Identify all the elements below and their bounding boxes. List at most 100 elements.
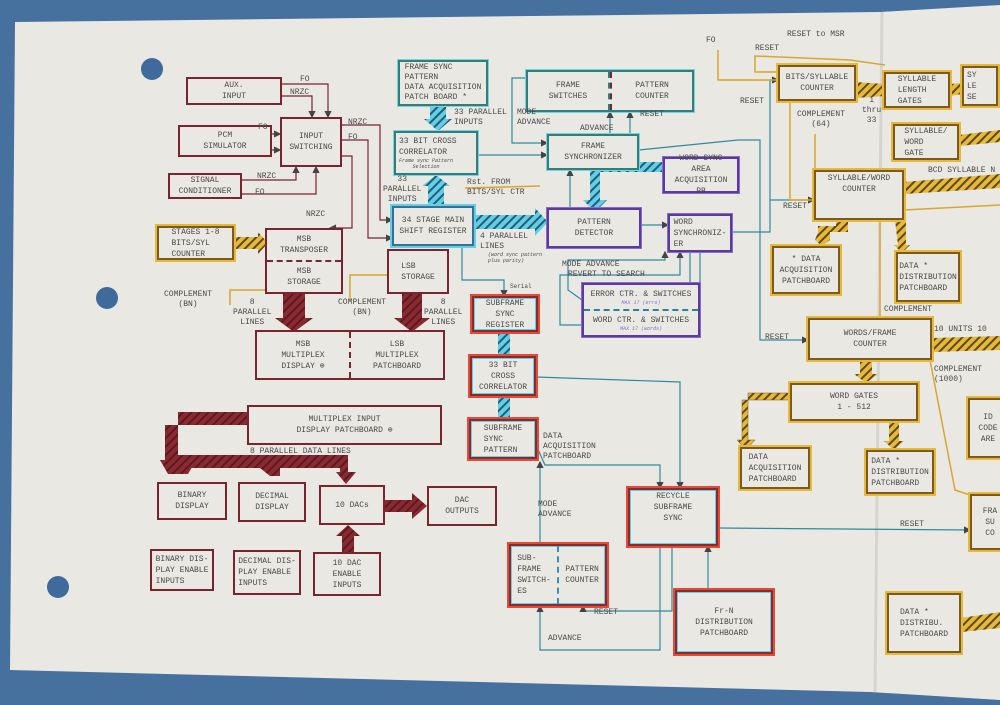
label-8-parallel-data: 8 PARALLEL DATA LINES	[250, 447, 351, 456]
pattern-detector-box: PATTERN DETECTOR	[547, 208, 641, 248]
bus-arrow-dac-enable	[336, 525, 360, 552]
multiplex-input-display-box: MULTIPLEX INPUT DISPLAY PATCHBOARD ⊕	[247, 405, 442, 445]
data-acquisition-pb-2: DATA ACQUISITION PATCHBOARD	[740, 447, 810, 489]
subframe-sync-pattern-box: SUBFRAME SYNC PATTERN	[469, 419, 537, 459]
bus-arrow-dac-out	[385, 493, 427, 519]
label-advance: ADVANCE	[580, 124, 614, 133]
label-reset: RESET	[740, 97, 765, 106]
binder-hole	[141, 58, 163, 80]
label-reset: RESET	[783, 202, 808, 211]
word-sync-area-box: WORD SYNC AREA ACQUISITION PB	[663, 154, 739, 196]
word-synchronizer-box: WORD SYNCHRONIZ- ER	[668, 214, 732, 252]
label-mode-advance: MODE ADVANCE	[517, 108, 551, 127]
bus-arrow-frame-sync	[424, 107, 452, 131]
frame-switches: FRAME SWITCHES	[528, 72, 610, 110]
bus-arrow-bcd	[904, 174, 1000, 194]
label-bcd-syllable: BCD SYLLABLE N	[928, 166, 996, 175]
label-nrzc: NRZC	[257, 172, 277, 181]
label-reset: RESET	[594, 608, 619, 617]
data-distribution-pb-1: DATA * DISTRIBUTION PATCHBOARD	[896, 252, 960, 302]
label-fo: FO	[706, 36, 716, 45]
stages-counter-box: STAGES 1-8 BITS/SYL COUNTER	[157, 226, 234, 260]
label-rst-from: Rst. FROM BITS/SYL CTR	[467, 178, 525, 197]
bus-arrow-dapb1	[815, 220, 848, 246]
subframe-pattern-counter: PATTERN COUNTER	[565, 565, 599, 585]
label-reset: RESET	[640, 110, 665, 119]
cross-correlator-note: Frame sync Pattern Selection	[399, 158, 454, 170]
pcm-simulator-box: PCM SIMULATOR	[178, 125, 272, 157]
data-distribution-pb-3: DATA * DISTRIBU. PATCHBOARD	[887, 593, 961, 653]
bus-arrow-ddpb1	[894, 220, 910, 253]
data-acquisition-pb-1: * DATA ACQUISITION PATCHBOARD	[772, 246, 840, 294]
subframe-sync-register-box: SUBFRAME SYNC REGISTER	[472, 296, 538, 332]
msb-lsb-multiplex-box: MSB MULTIPLEX DISPLAY ⊕ LSB MULTIPLEX PA…	[255, 330, 445, 380]
label-serial: Serial	[510, 283, 532, 290]
cyan-wires	[461, 76, 972, 651]
label-fo: FO	[255, 188, 265, 197]
msb-storage: MSB STORAGE	[287, 267, 321, 287]
bus-arrow-syl-word	[959, 130, 1000, 146]
label-nrzc: NRZC	[290, 88, 310, 97]
error-word-ctr-box: ERROR CTR. & SWITCHES MAX 17 (errs) WORD…	[582, 283, 700, 337]
word-ctr-note: MAX 17 (words)	[619, 325, 662, 332]
frn-distribution-box: Fr-N DISTRIBUTION PATCHBOARD	[675, 590, 773, 654]
frame-subframe-counter-box: FRA SU CO	[970, 494, 1000, 550]
frame-sync-pattern-box: FRAME SYNC PATTERN DATA ACQUISITION PATC…	[398, 60, 488, 106]
label-fo: FO	[300, 75, 310, 84]
error-ctr-label: ERROR CTR. & SWITCHES	[590, 289, 692, 299]
label-mode-advance: MODE ADVANCE	[562, 260, 620, 269]
label-complement: COMPLEMENT	[884, 305, 933, 314]
error-ctr-switches: ERROR CTR. & SWITCHES MAX 17 (errs)	[584, 285, 698, 311]
lsb-multiplex-patchboard: LSB MULTIPLEX PATCHBOARD	[349, 332, 443, 378]
recycle-subframe-sync-box: RECYCLE SUBFRAME SYNC	[628, 488, 718, 546]
label-mode-advance: MODE ADVANCE	[538, 500, 572, 519]
bus-arrow-subframe-2	[498, 396, 510, 419]
bus-arrow-stages	[234, 232, 268, 254]
label-nrzc: NRZC	[306, 210, 326, 219]
subframe-switches-counter-box: SUB- FRAME SWITCH- ES PATTERN COUNTER	[509, 544, 607, 606]
label-4-parallel-note: (word sync pattern plus parity)	[488, 252, 543, 264]
bus-arrow-dd3	[961, 612, 1000, 632]
subframe-cross-correlator-box: 33 BIT CROSS CORRELATOR	[470, 356, 536, 396]
bus-arrow-data-lines	[178, 455, 356, 484]
label-33-parallel: 33 PARALLEL INPUTS	[383, 175, 422, 204]
word-ctr-switches: WORD CTR. & SWITCHES MAX 17 (words)	[593, 311, 689, 335]
binder-hole	[47, 576, 69, 598]
binary-enable-box: BINARY DIS- PLAY ENABLE INPUTS	[150, 549, 214, 591]
dac-outputs-box: DAC OUTPUTS	[427, 486, 497, 526]
bus-arrow-10units	[932, 336, 1000, 352]
label-reset: RESET	[765, 333, 790, 342]
msb-multiplex-display: MSB MULTIPLEX DISPLAY ⊕	[281, 339, 325, 371]
bus-arrow-syl-length	[950, 83, 962, 96]
main-shift-register-box: 34 STAGE MAIN SHIFT REGISTER	[392, 206, 474, 246]
label-fo: FO	[258, 123, 268, 132]
hatched-bus-arrows	[160, 82, 1000, 632]
dac-enable-box: 10 DAC ENABLE INPUTS	[313, 552, 381, 596]
word-ctr-label: WORD CTR. & SWITCHES	[592, 315, 689, 325]
binder-hole	[96, 287, 118, 309]
id-code-area-box: ID CODE ARE	[968, 398, 1000, 458]
label-advance: ADVANCE	[548, 634, 582, 643]
label-fo: FO	[348, 133, 358, 142]
error-ctr-note: MAX 17 (errs)	[621, 299, 661, 306]
msb-transposer: MSB TRANSPOSER	[267, 230, 341, 262]
label-reset: RESET	[900, 520, 925, 529]
label-10-units: 10 UNITS 10	[934, 325, 987, 334]
cross-correlator-main-box: 33 BIT CROSS CORRELATOR Frame sync Patte…	[394, 131, 478, 175]
syllable-word-gate-box: SYLLABLE/ WORD GATE	[893, 124, 959, 160]
bus-arrow-msb-down	[275, 294, 313, 332]
cross-correlator-title: 33 BIT CROSS CORRELATOR	[399, 137, 457, 157]
msb-transposer-storage-box: MSB TRANSPOSER MSB STORAGE	[265, 228, 343, 294]
label-nrzc: NRZC	[348, 118, 368, 127]
syllable-length-gates-box: SYLLABLE LENGTH GATES	[884, 72, 950, 108]
aux-input-box: AUX. INPUT	[186, 77, 282, 105]
maroon-wires	[242, 83, 394, 242]
decimal-enable-box: DECIMAL DIS- PLAY ENABLE INPUTS	[233, 550, 301, 595]
data-distribution-pb-2: DATA * DISTRIBUTION PATCHBOARD	[866, 450, 934, 494]
label-8-parallel: 8 PARALLEL LINES	[233, 298, 272, 327]
bus-arrow-wg-right	[884, 421, 904, 450]
label-reset-to-msr: RESET to MSR	[787, 30, 845, 39]
bus-arrow-multiplex	[160, 412, 247, 474]
label-33-parallel-top: 33 PARALLEL INPUTS	[454, 108, 507, 127]
